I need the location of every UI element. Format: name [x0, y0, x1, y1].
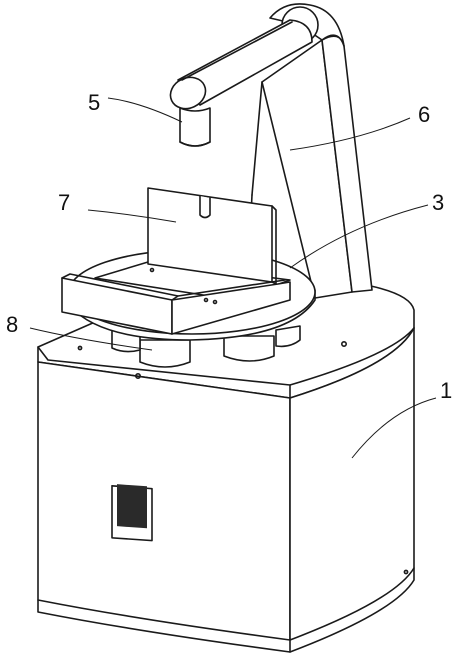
screw: [340, 340, 347, 347]
arm-highlight: [181, 21, 293, 81]
leader-3: [289, 204, 429, 269]
callouts: 5 6 7 3 8 1: [6, 90, 452, 459]
label-5: 5: [88, 90, 100, 115]
base-front-face: [37, 361, 291, 641]
probe-lower-ring: [179, 141, 211, 147]
holder-right-wall: [171, 281, 291, 335]
column-rear-edge: [251, 81, 263, 196]
sample-holder: [61, 187, 291, 335]
tray-screw: [212, 299, 218, 305]
arm-body: [177, 19, 313, 106]
base-bottom-rim: [37, 599, 291, 653]
leader-1: [351, 397, 437, 459]
cup-cylinder: [139, 339, 191, 368]
tray-screw: [149, 267, 155, 273]
screw: [77, 345, 83, 351]
holder-slot: [199, 195, 211, 219]
label-3: 3: [432, 190, 444, 215]
screw: [135, 372, 142, 379]
probe-head: [179, 107, 211, 147]
label-1: 1: [440, 378, 452, 403]
horizontal-arm: [169, 19, 313, 110]
holder-right-wall-top: [177, 279, 286, 297]
switch-rocker: [117, 484, 147, 529]
leader-6: [289, 117, 411, 151]
base-bottom-rim-right: [289, 567, 415, 653]
base-housing: [37, 282, 415, 653]
label-7: 7: [58, 190, 70, 215]
probe-body: [179, 107, 211, 147]
holder-front-wall-top: [61, 273, 179, 301]
label-6: 6: [418, 102, 430, 127]
leader-7: [87, 209, 177, 223]
leader-8: [29, 327, 153, 351]
cup-cylinder: [275, 325, 301, 348]
power-switch: [111, 484, 153, 542]
screw: [403, 569, 409, 575]
cup-cylinder: [223, 335, 275, 362]
leader-5: [107, 97, 183, 123]
label-8: 8: [6, 312, 18, 337]
holder-back-plate-thickness: [271, 205, 277, 285]
tray-screw: [203, 297, 209, 303]
